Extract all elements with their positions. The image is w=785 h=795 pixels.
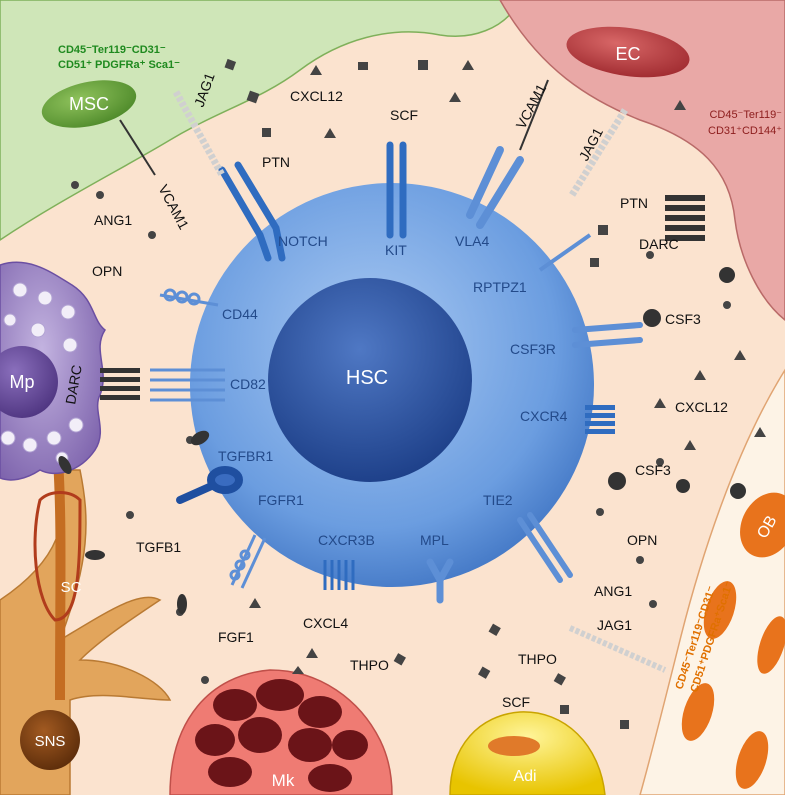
ec-label: EC <box>615 44 640 64</box>
vcam1-right-ligand-icon <box>519 79 549 151</box>
sc-cell-outline <box>33 491 82 622</box>
cd44-label: CD44 <box>222 306 258 322</box>
ec-cell-region <box>499 0 785 321</box>
scf-bottom-label: SCF <box>502 694 530 710</box>
mk-nucleus-lobes <box>195 679 368 792</box>
mpl-label: MPL <box>420 532 449 548</box>
cxcr4-receptor-icon <box>585 405 615 434</box>
csf3-a-label: CSF3 <box>665 311 701 327</box>
thpo-right-label: THPO <box>518 651 557 667</box>
cd44-receptor-icon <box>159 288 219 307</box>
rptpz1-receptor-icon <box>538 233 592 272</box>
darc-left-receptor-icon <box>100 368 140 400</box>
cxcl12-top-label: CXCL12 <box>290 88 343 104</box>
jag1-bottom-ligand-icon <box>568 625 667 673</box>
csf3-particles <box>608 267 746 499</box>
tgfb1-particles <box>58 430 210 614</box>
ob-nucleus-5 <box>735 731 769 789</box>
csf3-b-label: CSF3 <box>635 462 671 478</box>
ligand-particles <box>71 58 766 729</box>
ptn-left-label: PTN <box>262 154 290 170</box>
adi-label: Adi <box>513 768 536 785</box>
vcam1-left-ligand-icon <box>119 119 156 176</box>
notch-receptor-icon <box>218 161 286 262</box>
ec-phenotype-line2: CD31⁺CD144⁺ <box>708 125 782 137</box>
ec-phenotype-line1: CD45⁻Ter119⁻ <box>709 109 782 121</box>
ob-nucleus <box>740 492 785 558</box>
receptor-labels: NOTCH KIT VLA4 RPTPZ1 CD44 CSF3R CD82 CX… <box>218 233 568 548</box>
msc-cell-region <box>0 0 521 241</box>
tgfbr1-receptor-icon <box>176 466 243 504</box>
csf3r-receptor-icon <box>572 322 643 348</box>
cxcl4-label: CXCL4 <box>303 615 348 631</box>
fgf1-label: FGF1 <box>218 629 254 645</box>
notch-label: NOTCH <box>278 233 328 249</box>
ob-cell-region <box>639 368 785 795</box>
sns-cell-body <box>20 710 80 770</box>
mp-vesicles <box>0 282 84 465</box>
ec-nucleus <box>566 26 690 78</box>
sns-axon <box>53 459 66 701</box>
adi-nucleus <box>488 736 540 756</box>
sc-label: SC <box>61 579 82 596</box>
cxcr3b-receptor-icon <box>323 560 355 590</box>
cd82-receptor-icon <box>150 368 225 402</box>
jag1-right-label: JAG1 <box>576 125 607 164</box>
jag1-bottom-label: JAG1 <box>597 617 632 633</box>
cxcr3b-label: CXCR3B <box>318 532 375 548</box>
ang1-right-label: ANG1 <box>594 583 632 599</box>
jag1-left-ligand-icon <box>172 90 226 177</box>
tgfbr1-label: TGFBR1 <box>218 448 273 464</box>
mk-label: Mk <box>272 771 295 790</box>
ang1-left-label: ANG1 <box>94 212 132 228</box>
vla4-receptor-icon <box>466 146 524 229</box>
cxcl12-right-label: CXCL12 <box>675 399 728 415</box>
ob-nucleus-3 <box>757 616 785 674</box>
mp-label: Mp <box>9 372 34 392</box>
ptn-right-label: PTN <box>620 195 648 211</box>
hsc-nucleus <box>268 278 472 482</box>
msc-label: MSC <box>69 94 109 114</box>
tie2-label: TIE2 <box>483 492 513 508</box>
kit-label: KIT <box>385 242 407 258</box>
hsc-label: HSC <box>346 367 388 389</box>
opn-right-label: OPN <box>627 532 657 548</box>
darc-right-label: DARC <box>639 236 679 252</box>
csf3r-label: CSF3R <box>510 341 556 357</box>
tie2-receptor-icon <box>517 512 573 583</box>
thpo-left-label: THPO <box>350 657 389 673</box>
vla4-label: VLA4 <box>455 233 489 249</box>
msc-nucleus <box>41 80 137 128</box>
mpl-receptor-icon <box>426 558 454 604</box>
darc-right-receptor-icon <box>665 195 705 241</box>
vcam1-left-label: VCAM1 <box>155 182 192 232</box>
kit-receptor-icon <box>386 141 407 239</box>
tgfb1-label: TGFB1 <box>136 539 181 555</box>
fgfr1-receptor-icon <box>229 534 267 589</box>
mp-nucleus <box>0 346 58 418</box>
opn-left-label: OPN <box>92 263 122 279</box>
rptpz1-label: RPTPZ1 <box>473 279 527 295</box>
msc-phenotype-line2: CD51⁺ PDGFRa⁺ Sca1⁻ <box>58 59 180 71</box>
ob-nucleus-2 <box>703 581 737 639</box>
scf-top-label: SCF <box>390 107 418 123</box>
msc-phenotype-line1: CD45⁻Ter119⁻CD31⁻ <box>58 44 166 56</box>
ob-nucleus-4 <box>681 683 715 741</box>
jag1-right-ligand-icon <box>569 108 628 197</box>
cd82-label: CD82 <box>230 376 266 392</box>
sns-label: SNS <box>35 733 66 750</box>
darc-left-label: DARC <box>62 364 85 406</box>
fgfr1-label: FGFR1 <box>258 492 304 508</box>
cxcr4-label: CXCR4 <box>520 408 568 424</box>
